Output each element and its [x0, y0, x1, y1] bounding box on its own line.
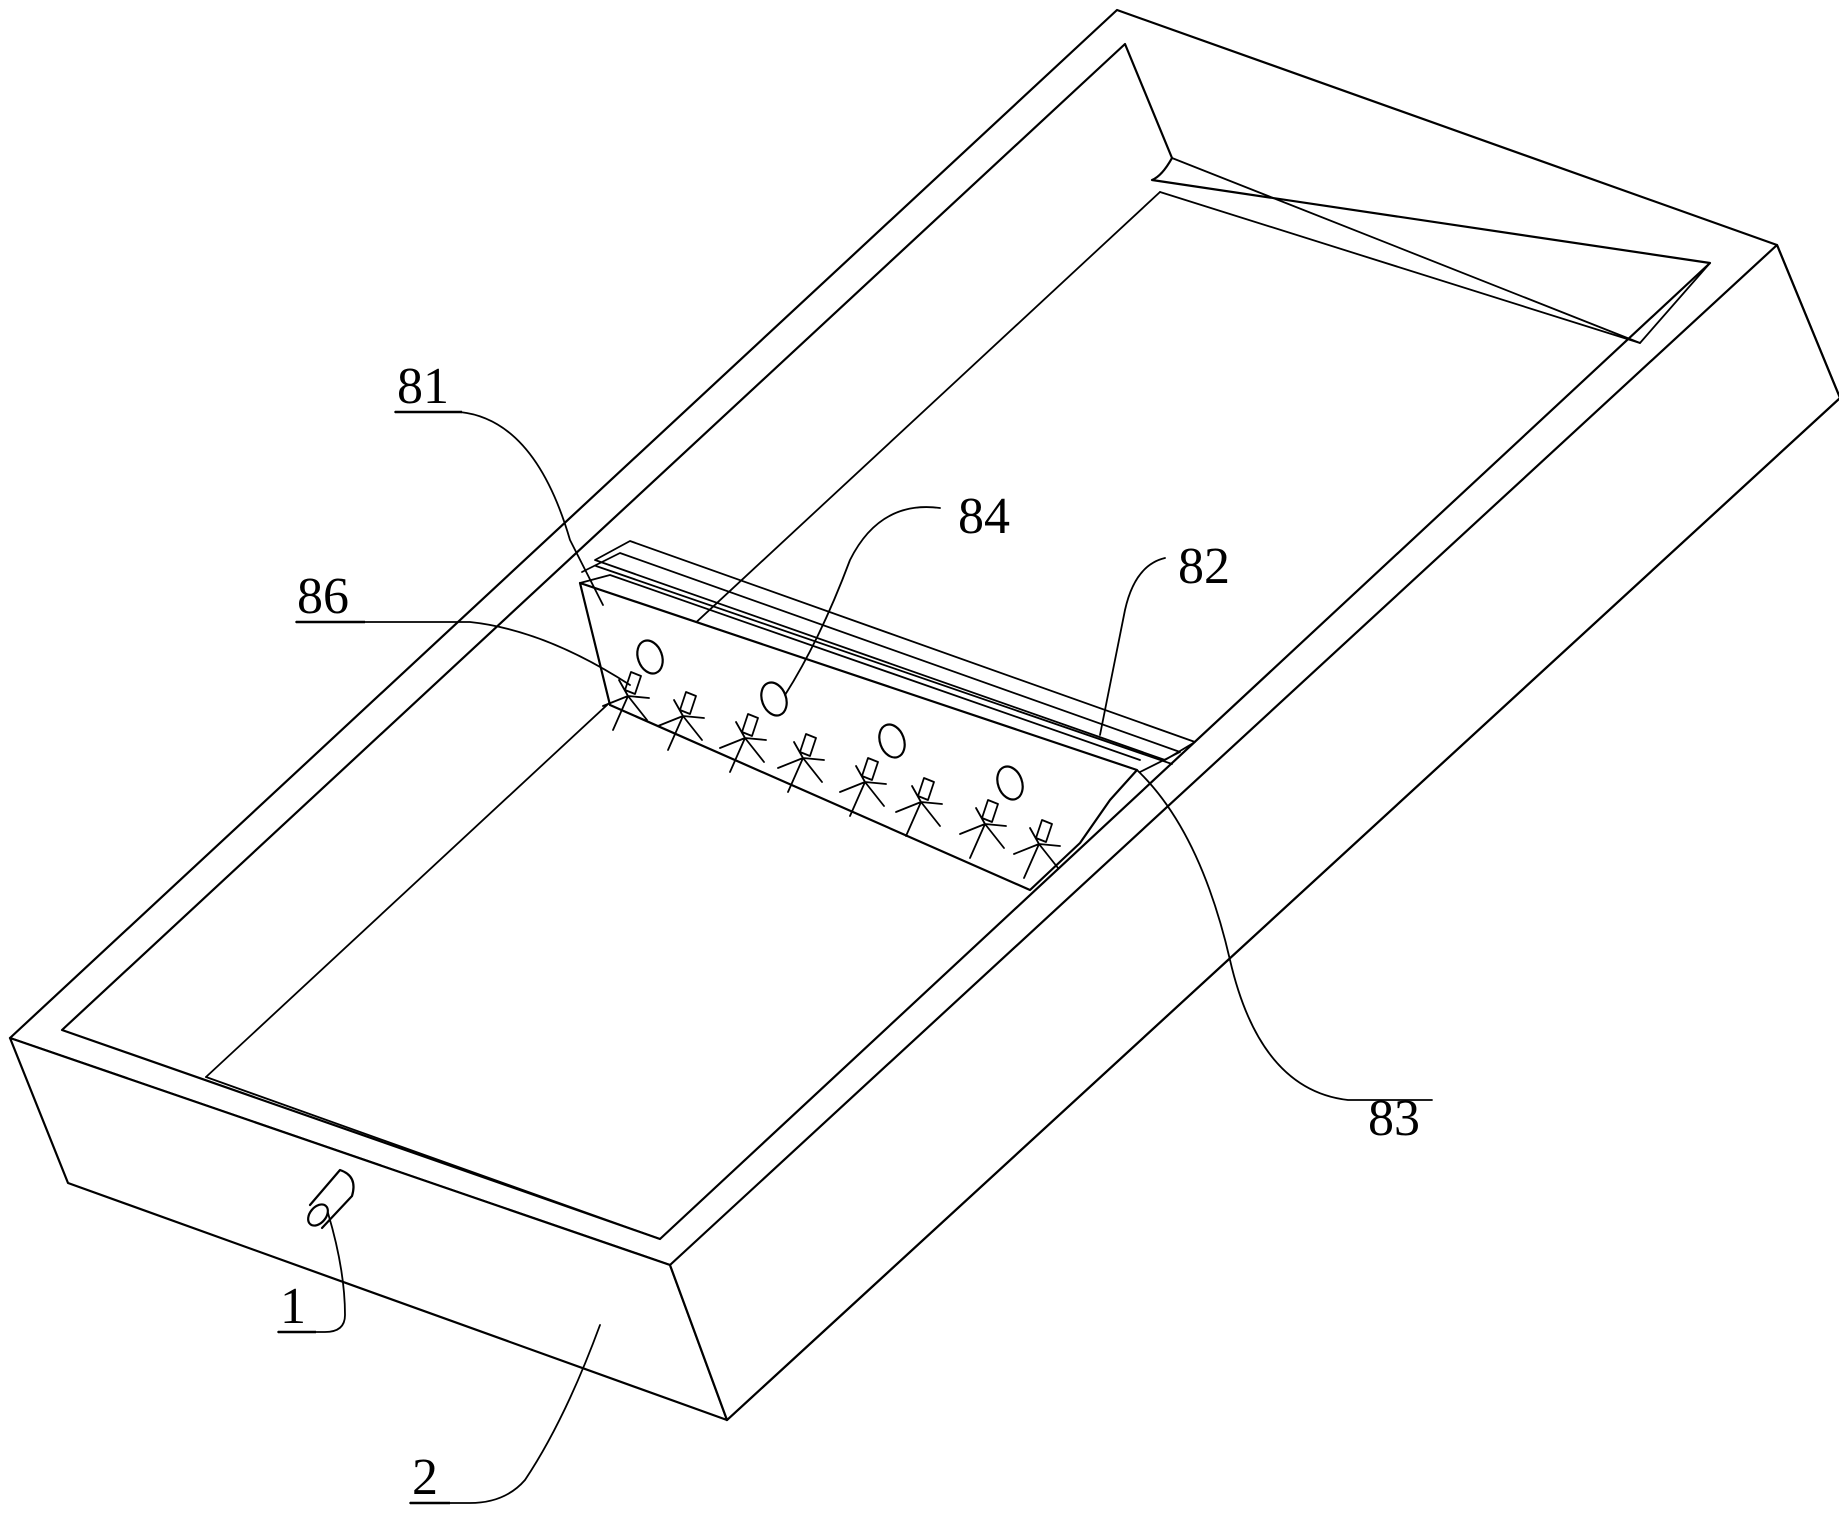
label-1: 1: [280, 1278, 306, 1335]
label-84: 84: [958, 488, 1010, 545]
leader-86: [295, 621, 631, 686]
tray-body: [8, 8, 1839, 1422]
nozzle-end: [307, 1203, 329, 1227]
nozzle-body: [308, 1168, 355, 1230]
leader-81: [394, 411, 604, 606]
leader-84: [784, 506, 941, 696]
leader-2: [409, 1324, 601, 1504]
front-plate-81: [578, 581, 1139, 892]
reference-labels: 81 84 82 86 83 1 2: [278, 358, 1420, 1506]
hole: [878, 723, 906, 759]
tray-right-face: [668, 243, 1839, 1422]
label-83: 83: [1368, 1090, 1420, 1147]
spray-nozzle: [657, 691, 705, 751]
spray-nozzle: [602, 671, 650, 731]
nozzle: [307, 1168, 355, 1230]
label-81: 81: [397, 358, 449, 415]
label-2: 2: [412, 1449, 438, 1506]
tray-front-face: [8, 1036, 729, 1422]
rail-82: [594, 540, 1196, 761]
spray-bar-assembly: [578, 540, 1196, 892]
tray-inner-front-floor-edge: [205, 1076, 661, 1240]
spray-nozzle: [959, 799, 1007, 859]
rail-83-outer: [581, 552, 1181, 773]
spray-nozzle: [719, 713, 767, 773]
spray-nozzle: [895, 777, 943, 837]
label-82: 82: [1178, 538, 1230, 595]
leader-1: [277, 1212, 346, 1333]
spray-nozzle: [1013, 819, 1061, 879]
label-86: 86: [297, 568, 349, 625]
spray-nozzle: [777, 733, 825, 793]
leader-82: [1099, 557, 1166, 736]
leader-83: [1136, 769, 1433, 1101]
hole: [636, 639, 664, 675]
tray-inner-back-floor-edge: [1159, 191, 1641, 344]
spray-nozzles-86: [602, 671, 1061, 879]
rail-83-inner: [595, 565, 1173, 765]
leader-lines: [277, 411, 1433, 1504]
spray-nozzle: [839, 757, 887, 817]
hole: [996, 765, 1024, 801]
